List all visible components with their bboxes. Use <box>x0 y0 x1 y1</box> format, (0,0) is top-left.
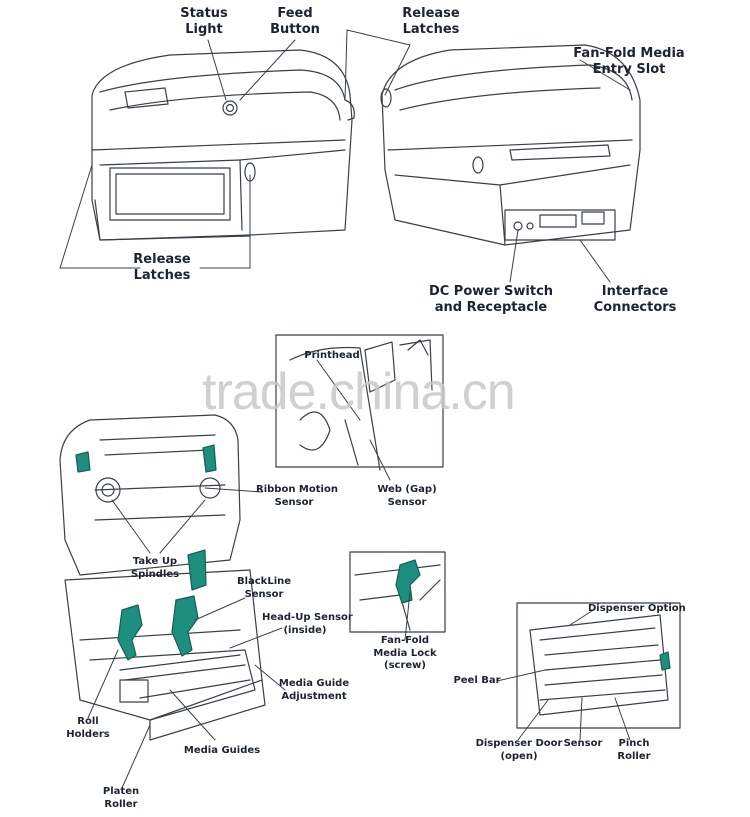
label-media-guides: Media Guides <box>183 745 261 756</box>
label-head-up-sensor: Head-Up Sensor(inside) <box>262 612 353 636</box>
label-printhead: Printhead <box>304 350 360 361</box>
printhead-inset-illustration <box>275 334 444 471</box>
label-dispenser-door: Dispenser Door(open) <box>475 738 563 762</box>
front-printer-illustration <box>91 49 355 241</box>
dispenser-inset-illustration <box>516 602 681 729</box>
fan-fold-lock-inset-illustration <box>349 551 446 633</box>
label-sensor: Sensor <box>563 738 603 749</box>
rear-printer-illustration <box>380 44 641 246</box>
open-printer-illustration <box>59 414 266 741</box>
label-dispenser-option: Dispenser Option <box>588 603 686 614</box>
callout-leaders <box>59 29 631 789</box>
label-peel-bar: Peel Bar <box>453 675 501 686</box>
label-web-gap-sensor: Web (Gap)Sensor <box>377 484 437 508</box>
watermark-text: trade.china.cn <box>202 363 516 421</box>
